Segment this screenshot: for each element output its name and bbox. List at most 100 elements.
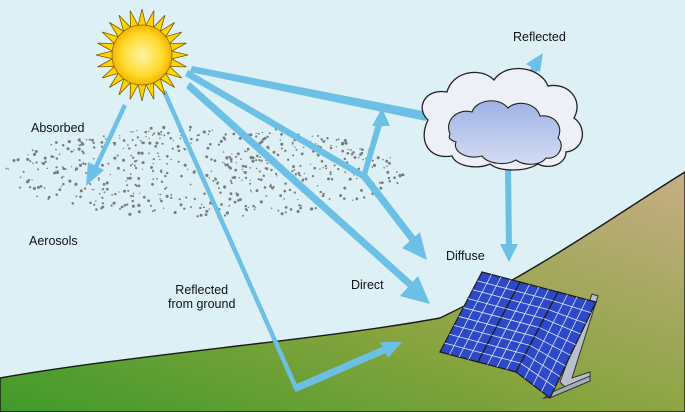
aerosol-dot	[300, 152, 304, 156]
aerosol-dot	[54, 141, 58, 144]
aerosol-dot	[195, 138, 199, 142]
aerosol-dot	[380, 181, 384, 185]
aerosol-dot	[67, 140, 71, 144]
aerosol-dot	[151, 134, 154, 136]
panel-grid-line	[515, 290, 554, 302]
aerosol-dot	[199, 207, 201, 209]
aerosol-dot	[32, 152, 37, 156]
aerosol-dot	[163, 134, 166, 137]
aerosol-dot	[189, 125, 192, 129]
aerosol-dot	[292, 165, 295, 169]
panel-grid-line	[491, 334, 531, 346]
aerosol-dot	[5, 167, 8, 170]
aerosol-dot	[293, 191, 296, 194]
aerosol-dot	[170, 193, 173, 196]
aerosol-dot	[258, 170, 261, 173]
aerosol-dot	[231, 176, 234, 179]
aerosol-dot	[186, 168, 189, 171]
aerosol-dot	[165, 194, 169, 198]
aerosol-dot	[259, 200, 263, 204]
aerosol-dot	[244, 150, 247, 153]
aerosol-dot	[252, 160, 255, 163]
aerosol-dot	[204, 213, 208, 217]
aerosol-dot	[132, 195, 135, 197]
aerosol-dot	[132, 156, 135, 159]
aerosol-dot	[233, 200, 237, 204]
aerosol-dot	[214, 179, 217, 181]
panel-grid-line	[505, 308, 545, 320]
aerosol-dot	[396, 181, 399, 185]
aerosol-dot	[137, 151, 141, 155]
aerosol-dot	[137, 177, 141, 180]
aerosol-dot	[145, 135, 147, 138]
aerosol-dot	[225, 211, 229, 215]
ray-ground-reflected	[292, 346, 388, 392]
aerosol-dot	[271, 186, 274, 190]
aerosol-dot	[277, 209, 280, 212]
ray-absorbed	[93, 104, 127, 170]
aerosol-dot	[74, 182, 78, 186]
aerosol-dot	[28, 185, 32, 189]
aerosol-dot	[42, 162, 45, 166]
aerosol-dot	[352, 151, 355, 154]
aerosol-dot	[68, 179, 72, 183]
aerosol-dot	[129, 164, 132, 167]
aerosol-dot	[224, 164, 228, 167]
aerosol-dot	[379, 186, 383, 190]
aerosol-dot	[129, 173, 132, 175]
aerosol-dot	[37, 185, 40, 189]
ray-direct-arrowhead	[400, 276, 430, 304]
aerosol-dot	[315, 143, 317, 145]
aerosol-dot	[205, 173, 209, 177]
aerosol-dot	[127, 144, 129, 146]
aerosol-dot	[78, 163, 83, 167]
aerosol-dot	[269, 183, 272, 186]
aerosol-dot	[316, 153, 319, 156]
aerosol-dot	[311, 174, 315, 178]
aerosol-dot	[261, 131, 264, 134]
aerosol-dot	[173, 210, 177, 215]
panel-grid-line	[541, 299, 587, 392]
aerosol-dot	[304, 177, 308, 180]
aerosol-dot	[32, 162, 34, 165]
aerosol-dot	[393, 176, 396, 180]
aerosol-dot	[299, 206, 302, 210]
aerosol-dot	[84, 163, 87, 166]
aerosol-dot	[284, 149, 287, 152]
aerosol-dot	[141, 168, 144, 170]
aerosol-dot	[226, 156, 229, 159]
aerosol-dot	[112, 141, 115, 144]
aerosol-dot	[62, 167, 65, 170]
aerosol-dot	[130, 194, 133, 198]
aerosol-dot	[58, 188, 62, 191]
aerosol-dot	[107, 162, 110, 165]
aerosol-dot	[89, 183, 92, 186]
aerosol-dot	[160, 134, 162, 136]
aerosol-dot	[229, 166, 232, 170]
aerosol-dot	[52, 156, 55, 158]
aerosol-dot	[344, 141, 348, 145]
aerosol-dot	[172, 139, 175, 142]
aerosol-dot	[79, 195, 82, 199]
aerosol-dot	[250, 191, 252, 193]
aerosol-dot	[389, 157, 391, 159]
aerosol-dot	[219, 139, 223, 143]
aerosol-dot	[243, 171, 245, 173]
aerosol-dot	[266, 135, 269, 138]
aerosol-dot	[92, 157, 95, 160]
aerosol-dot	[276, 153, 280, 157]
aerosol-dot	[31, 149, 34, 152]
aerosol-dot	[343, 138, 347, 143]
aerosol-dot	[266, 145, 270, 149]
label-absorbed: Absorbed	[31, 121, 85, 135]
aerosol-dot	[319, 190, 322, 194]
aerosol-dot	[202, 130, 206, 134]
panel-grid-line	[506, 289, 549, 370]
aerosol-dot	[183, 163, 187, 167]
aerosol-dot	[296, 210, 300, 213]
aerosol-dot	[223, 214, 227, 217]
aerosol-dot	[160, 193, 162, 196]
aerosol-dot	[62, 182, 65, 186]
aerosol-dot	[337, 138, 340, 141]
aerosol-dot	[325, 167, 328, 170]
